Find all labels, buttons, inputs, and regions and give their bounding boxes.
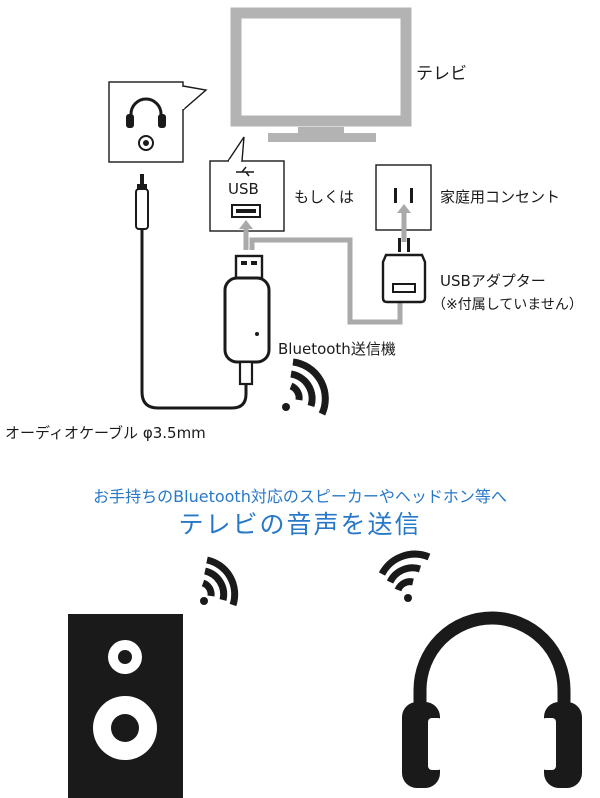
usb-adapter-icon — [381, 238, 427, 304]
speaker-icon — [68, 614, 183, 798]
usb-adapter-label: USBアダプター — [440, 272, 546, 290]
transmitter-label: Bluetooth送信機 — [278, 340, 396, 358]
audio-cable — [140, 229, 248, 410]
bluetooth-transmitter-icon — [223, 254, 271, 386]
adapter-note: （※付属していません） — [432, 297, 583, 313]
headphones-wireless-signal-icon — [378, 550, 431, 602]
usb-port-label: USB — [228, 180, 259, 198]
outlet-label: 家庭用コンセント — [440, 188, 561, 206]
headphones-icon — [402, 611, 582, 788]
tv-icon — [230, 7, 412, 142]
speaker-wireless-signal-icon — [200, 556, 239, 607]
audio-cable-label: オーディオケーブル φ3.5mm — [5, 424, 206, 442]
connection-arrows — [243, 212, 407, 325]
or-label: もしくは — [294, 188, 355, 206]
caption-title: テレビの音声を送信 — [178, 510, 422, 539]
headphone-jack-icon — [108, 81, 208, 163]
tv-label: テレビ — [416, 64, 467, 84]
caption-subtitle: お手持ちのBluetooth対応のスピーカーやヘッドホン等へ — [93, 487, 507, 506]
wireless-signal-icon — [282, 358, 329, 416]
audio-plug-icon — [135, 174, 149, 230]
usb-port-icon — [209, 136, 285, 232]
